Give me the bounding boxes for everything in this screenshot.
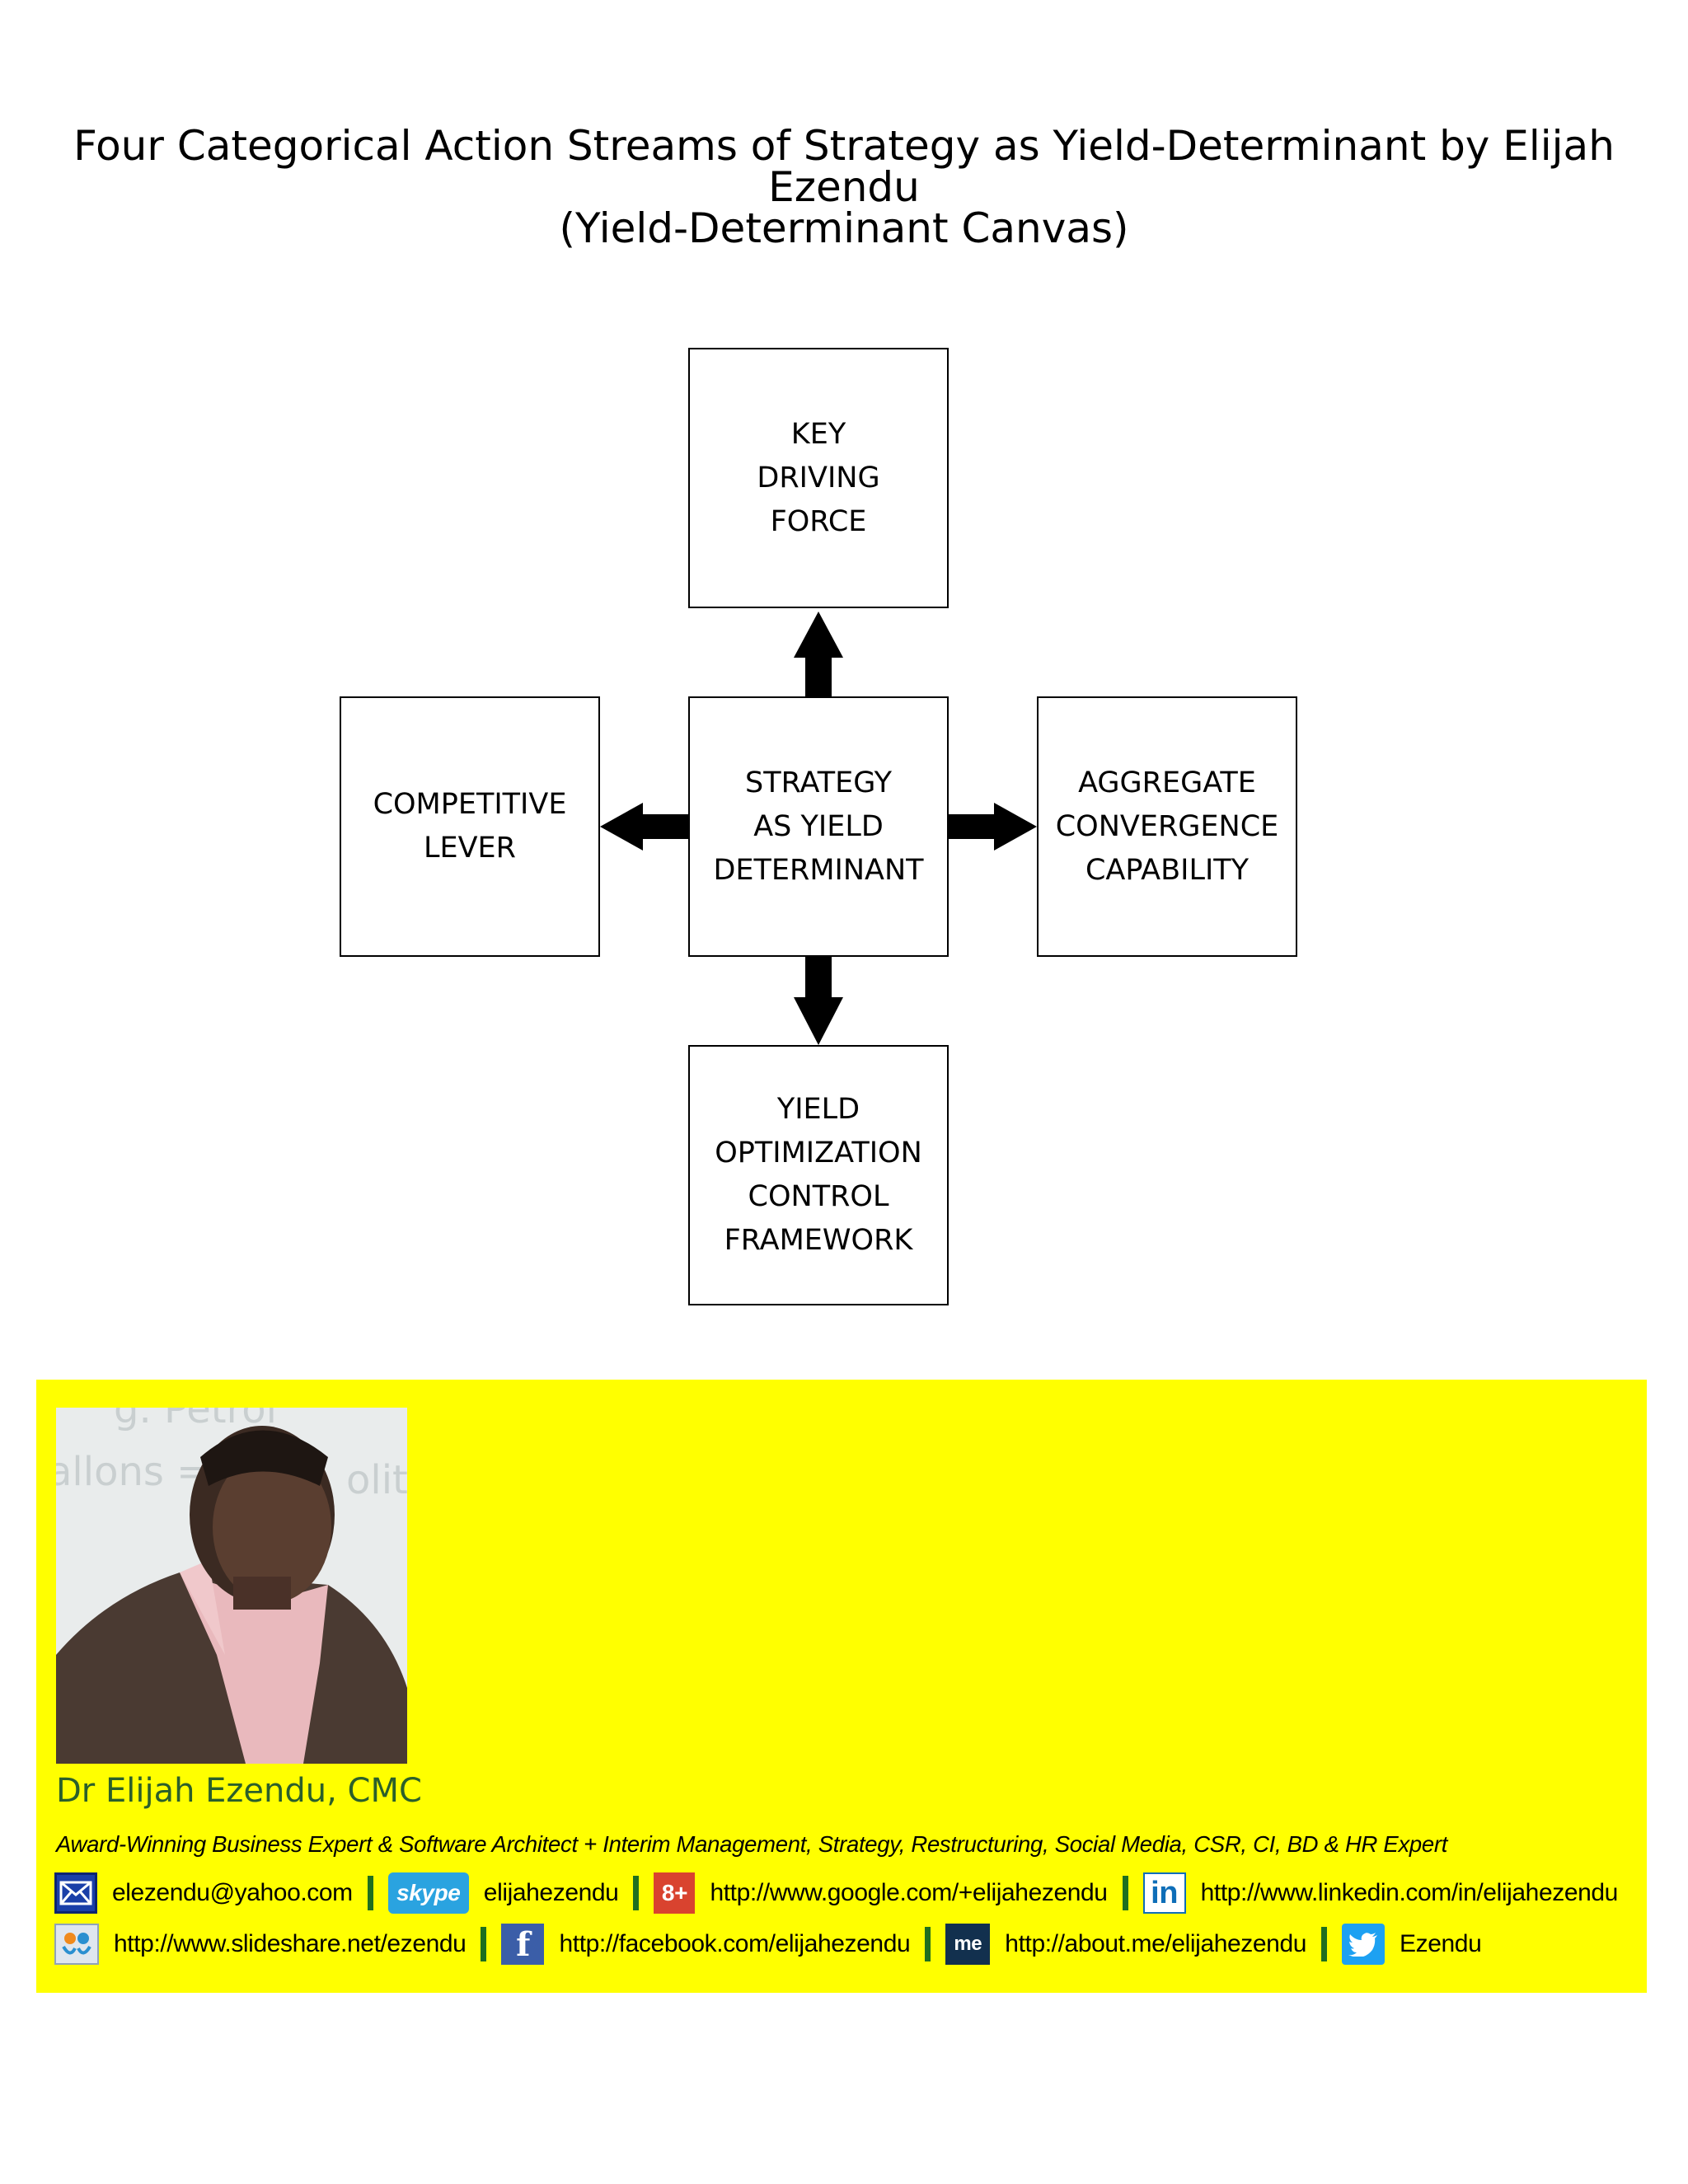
arrow-left [600, 803, 688, 851]
diagram-title: Four Categorical Action Streams of Strat… [73, 122, 1615, 211]
contact-twitter[interactable]: Ezendu [1400, 1930, 1482, 1957]
diagram-arrows [600, 612, 1037, 1045]
author-photo: g. Petrol allons = olit [56, 1408, 407, 1764]
separator [1122, 1876, 1128, 1910]
email-icon [54, 1872, 97, 1914]
arrow-right [949, 803, 1037, 851]
contact-linkedin[interactable]: http://www.linkedin.com/in/elijahezendu [1200, 1879, 1619, 1906]
author-banner: g. Petrol allons = olit Dr Elijah Ezendu… [36, 1380, 1647, 1993]
box-label: AGGREGATE CONVERGENCE CAPABILITY [1055, 766, 1279, 887]
contact-skype[interactable]: elijahezendu [483, 1879, 619, 1906]
google-plus-icon: 8+ [654, 1872, 696, 1914]
diagram-subtitle: (Yield-Determinant Canvas) [559, 204, 1129, 252]
photo-background-text: allons = [56, 1449, 210, 1495]
strategy-box: STRATEGY AS YIELD DETERMINANT [688, 696, 949, 957]
aggregate-convergence-box: AGGREGATE CONVERGENCE CAPABILITY [1037, 696, 1297, 957]
box-label: COMPETITIVE LEVER [373, 788, 567, 865]
key-driving-force-box: KEY DRIVING FORCE [688, 348, 949, 608]
contact-row: elezendu@yahoo.com skype elijahezendu 8+… [54, 1872, 1633, 1914]
author-tagline: Award-Winning Business Expert & Software… [56, 1831, 1448, 1857]
contact-aboutme[interactable]: http://about.me/elijahezendu [1005, 1930, 1307, 1957]
aboutme-icon: me [945, 1924, 991, 1965]
contact-slideshare[interactable]: http://www.slideshare.net/ezendu [114, 1930, 467, 1957]
facebook-icon: f [501, 1924, 545, 1965]
skype-icon: skype [387, 1872, 469, 1914]
contact-email[interactable]: elezendu@yahoo.com [112, 1879, 353, 1906]
linkedin-icon: in [1142, 1872, 1186, 1914]
separator [1321, 1927, 1328, 1961]
arrow-up [794, 612, 843, 696]
box-label: STRATEGY AS YIELD DETERMINANT [713, 766, 924, 887]
twitter-icon [1342, 1924, 1386, 1965]
separator [633, 1876, 640, 1910]
separator [481, 1927, 487, 1961]
separator [925, 1927, 931, 1961]
contact-row: http://www.slideshare.net/ezendu f http:… [54, 1924, 1496, 1965]
box-label: KEY DRIVING FORCE [757, 417, 880, 538]
contact-facebook[interactable]: http://facebook.com/elijahezendu [559, 1930, 911, 1957]
slideshare-icon [54, 1924, 99, 1965]
person-silhouette [56, 1426, 407, 1764]
box-label: YIELD OPTIMIZATION CONTROL FRAMEWORK [715, 1093, 922, 1257]
arrow-down [794, 957, 843, 1045]
author-name: Dr Elijah Ezendu, CMC [56, 1772, 422, 1810]
yield-optimization-box: YIELD OPTIMIZATION CONTROL FRAMEWORK [688, 1045, 949, 1305]
separator [367, 1876, 373, 1910]
photo-background-text: olit [346, 1457, 407, 1503]
contact-google-plus[interactable]: http://www.google.com/+elijahezendu [710, 1879, 1108, 1906]
competitive-lever-box: COMPETITIVE LEVER [340, 696, 600, 957]
